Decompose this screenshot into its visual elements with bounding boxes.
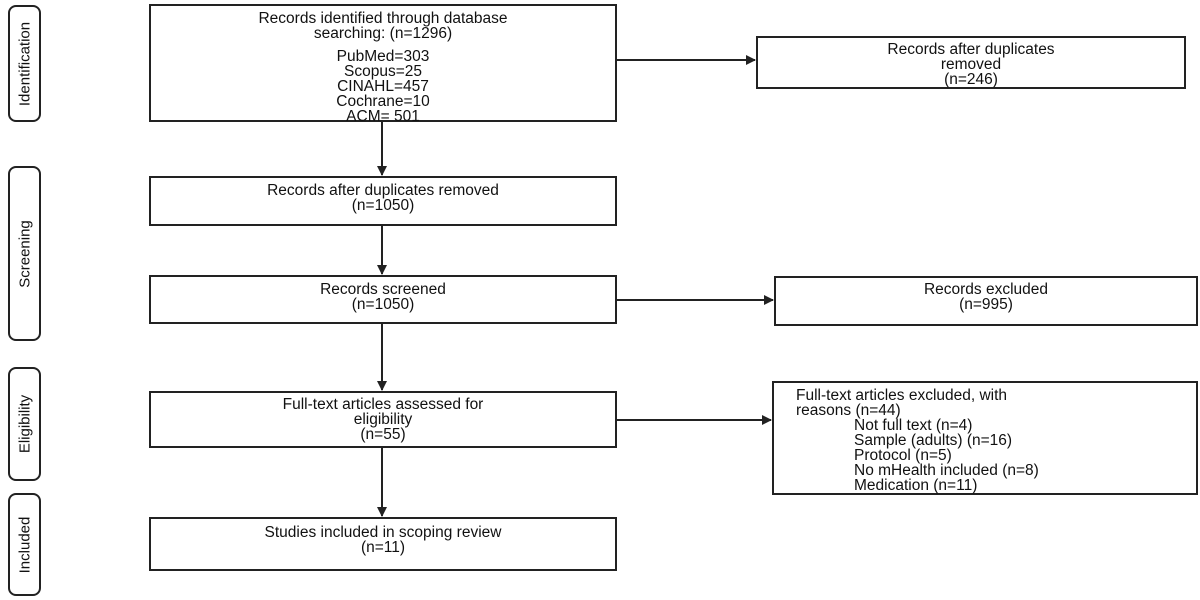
fulltext-assessed-line-1: Full-text articles assessed for: [282, 396, 484, 413]
box-records-after-duplicates: Records after duplicates removed (n=1050…: [149, 176, 617, 226]
identified-line-2: searching: (n=1296): [313, 25, 453, 42]
identified-cochrane: Cochrane=10: [336, 93, 430, 110]
after-duplicates-line-2: (n=1050): [351, 197, 415, 214]
box-records-identified: Records identified through database sear…: [149, 4, 617, 125]
reason-medication: Medication (n=11): [854, 477, 978, 494]
excluded-line-2: (n=995): [959, 296, 1013, 313]
included-line-1: Studies included in scoping review: [264, 524, 502, 541]
fulltext-assessed-line-3: (n=55): [360, 426, 406, 443]
screened-line-1: Records screened: [320, 281, 446, 298]
identified-pubmed: PubMed=303: [336, 48, 430, 65]
fulltext-excluded-header-2: reasons (n=44): [796, 402, 901, 419]
duplicates-removed-line-3: (n=246): [944, 71, 998, 88]
reason-no-mhealth: No mHealth included (n=8): [854, 462, 1039, 479]
identified-acm: ACM= 501: [346, 108, 420, 125]
phase-eligibility: Eligibility: [8, 367, 41, 481]
fulltext-excluded-header-1: Full-text articles excluded, with: [796, 387, 1008, 404]
box-records-screened: Records screened (n=1050): [149, 275, 617, 324]
box-studies-included: Studies included in scoping review (n=11…: [149, 517, 617, 571]
included-line-2: (n=11): [360, 539, 406, 556]
excluded-line-1: Records excluded: [923, 281, 1049, 298]
phase-identification: Identification: [8, 5, 41, 122]
box-fulltext-excluded: Full-text articles excluded, with reason…: [772, 381, 1198, 495]
box-duplicates-removed: Records after duplicates removed (n=246): [756, 36, 1186, 89]
box-records-excluded: Records excluded (n=995): [774, 276, 1198, 326]
identified-cinahl: CINAHL=457: [337, 78, 429, 95]
phase-screening: Screening: [8, 166, 41, 341]
identified-line-1: Records identified through database: [258, 10, 508, 27]
identified-scopus: Scopus=25: [344, 63, 422, 80]
phase-included: Included: [8, 493, 41, 596]
reason-sample-adults: Sample (adults) (n=16): [854, 432, 1013, 449]
fulltext-assessed-line-2: eligibility: [353, 411, 413, 428]
box-fulltext-assessed: Full-text articles assessed for eligibil…: [149, 391, 617, 448]
duplicates-removed-line-2: removed: [940, 56, 1002, 73]
reason-not-full-text: Not full text (n=4): [854, 417, 973, 434]
reason-protocol: Protocol (n=5): [854, 447, 952, 464]
screened-line-2: (n=1050): [351, 296, 415, 313]
duplicates-removed-line-1: Records after duplicates: [887, 41, 1055, 58]
after-duplicates-line-1: Records after duplicates removed: [267, 182, 499, 199]
